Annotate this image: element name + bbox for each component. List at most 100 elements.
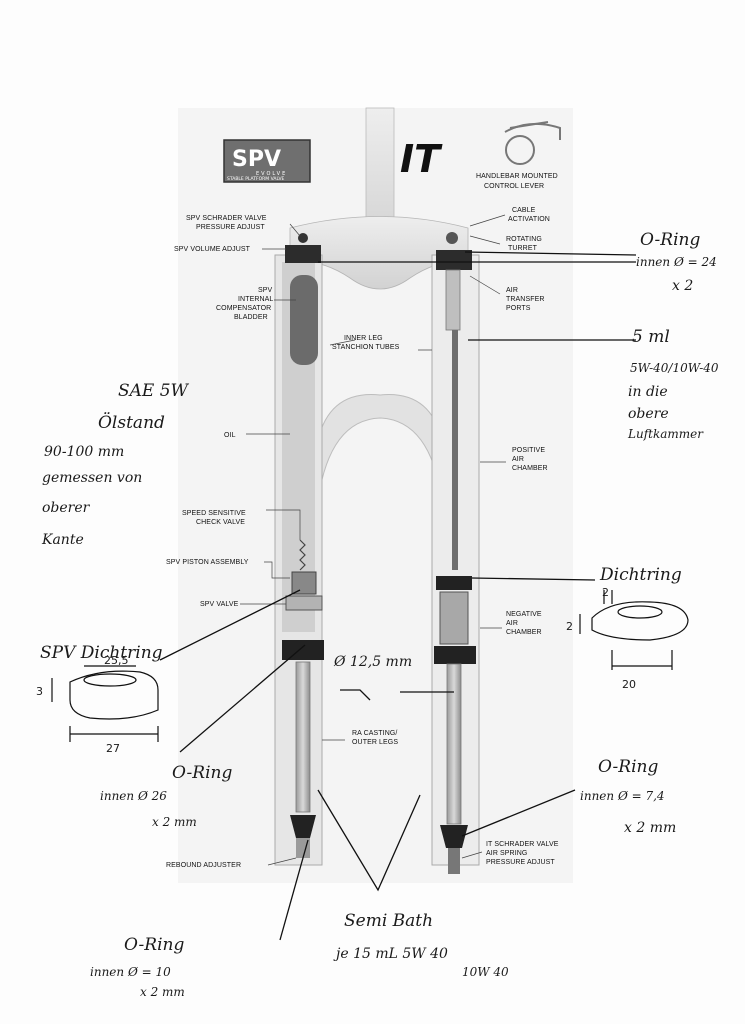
note-oring-right-2: innen Ø = 7,4 — [580, 789, 665, 803]
note-oil-right-1: 5 ml — [632, 327, 670, 347]
right-air-shaft — [446, 663, 462, 825]
note-level-3: oberer — [42, 500, 91, 516]
note-oil-right-2: 5W-40/10W-40 — [630, 361, 719, 375]
note-level-2: gemessen von — [42, 470, 142, 486]
note-oring-right-1: O-Ring — [598, 757, 658, 777]
right-sealing-ring-sketch — [579, 590, 689, 670]
label-positive-3: CHAMBER — [512, 465, 548, 472]
air-transfer-rod — [445, 269, 461, 331]
note-oring-top-3: x 2 — [672, 278, 693, 294]
label-bladder-2: INTERNAL — [238, 296, 273, 303]
label-air-transfer-1: AIR — [506, 287, 518, 294]
label-cable-1: CABLE — [512, 207, 536, 214]
label-volume-adjust: SPV VOLUME ADJUST — [174, 246, 251, 253]
handwritten-pointer-lines — [159, 251, 637, 941]
note-oring-bottom-3: x 2 mm — [140, 985, 185, 999]
right-ring-height-dim: 2 — [566, 620, 573, 633]
note-oring-left-1: O-Ring — [172, 763, 232, 783]
air-shaft — [452, 330, 458, 570]
note-oring-right-3: x 2 mm — [624, 820, 676, 836]
label-inner-leg-1: INNER LEG — [344, 335, 383, 342]
label-negative-1: NEGATIVE — [506, 611, 542, 618]
label-handlebar-1: HANDLEBAR MOUNTED — [476, 173, 558, 180]
spv-logo-sub1: EVOLVE — [256, 171, 287, 177]
spv-logo-main: SPV — [232, 147, 281, 172]
right-foot-nut — [440, 825, 468, 848]
left-seal-head — [282, 640, 324, 660]
label-oil: OIL — [224, 432, 236, 439]
note-oring-left-3: x 2 mm — [152, 815, 197, 829]
note-level-1: 90-100 mm — [44, 444, 124, 460]
label-air-transfer-3: PORTS — [506, 305, 531, 312]
label-bladder-1: SPV — [258, 287, 273, 294]
label-it-schrader-3: PRESSURE ADJUST — [486, 859, 555, 866]
it-schrader-valve — [448, 848, 460, 874]
right-top-cap — [436, 250, 472, 270]
note-oil-right-5: Luftkammer — [627, 427, 704, 441]
label-air-transfer-2: TRANSFER — [506, 296, 545, 303]
note-oring-top-1: O-Ring — [640, 230, 700, 250]
label-rebound: REBOUND ADJUSTER — [166, 862, 241, 869]
label-bladder-3: COMPENSATOR — [216, 305, 271, 312]
note-dichtring-right: Dichtring — [599, 565, 682, 585]
note-spv-dichtring: SPV Dichtring — [40, 643, 163, 663]
spv-schrader-valve — [298, 233, 308, 243]
label-negative-2: AIR — [506, 620, 518, 627]
label-handlebar-2: CONTROL LEVER — [484, 183, 544, 190]
label-bladder-4: BLADDER — [234, 314, 268, 321]
left-sealing-ring-sketch — [51, 665, 159, 742]
check-valve-spring — [299, 539, 306, 571]
label-it-schrader-2: AIR SPRING — [486, 850, 527, 857]
label-cable-2: ACTIVATION — [508, 216, 550, 223]
label-negative-3: CHAMBER — [506, 629, 542, 636]
fork-crown — [289, 216, 469, 290]
handlebar-lever-drawing — [504, 121, 561, 165]
label-it-schrader-1: IT SCHRADER VALVE — [486, 841, 559, 848]
label-speed-1: SPEED SENSITIVE — [182, 510, 246, 517]
note-sae-1: SAE 5W — [118, 381, 190, 401]
label-piston-assembly: SPV PISTON ASSEMBLY — [166, 559, 249, 566]
negative-spring — [439, 591, 469, 645]
printed-leader-lines — [240, 214, 506, 866]
label-turret-2: TURRET — [508, 245, 538, 252]
note-oring-left-2: innen Ø 26 — [100, 789, 167, 803]
label-spv-valve: SPV VALVE — [200, 601, 239, 608]
spv-valve-body — [285, 595, 323, 611]
note-oil-right-4: obere — [628, 406, 669, 422]
rotating-turret — [446, 232, 458, 244]
spv-logo-sub2: STABLE PLATFORM VALVE — [227, 176, 285, 182]
spv-bladder — [290, 275, 318, 365]
left-damper-shaft — [295, 661, 311, 813]
right-ring-width-dim: 20 — [622, 678, 636, 691]
label-schrader-top-2: PRESSURE ADJUST — [196, 224, 265, 231]
note-sae-2: Ölstand — [98, 412, 165, 433]
label-speed-2: CHECK VALVE — [196, 519, 245, 526]
left-ring-inner-dim: 25,5 — [104, 654, 129, 667]
note-oring-bottom-2: innen Ø = 10 — [90, 965, 171, 979]
right-seal-head — [434, 646, 476, 664]
note-diameter: Ø 12,5 mm — [333, 654, 412, 670]
note-semibath-3: 10W 40 — [462, 965, 509, 979]
note-oil-right-3: in die — [628, 384, 668, 400]
rebound-piston — [290, 815, 316, 838]
note-semibath-2: je 15 mL 5W 40 — [333, 946, 448, 962]
label-positive-1: POSITIVE — [512, 447, 545, 454]
spv-piston — [291, 571, 317, 595]
label-schrader-top-1: SPV SCHRADER VALVE — [186, 215, 267, 222]
note-oring-top-2: innen Ø = 24 — [636, 255, 717, 269]
label-inner-leg-2: STANCHION TUBES — [332, 344, 400, 351]
left-ring-width-dim: 27 — [106, 742, 120, 755]
label-casting-2: OUTER LEGS — [352, 739, 398, 746]
left-ring-height-dim: 3 — [36, 685, 43, 698]
label-casting-1: RA CASTING/ — [352, 730, 397, 737]
right-ring-thickness-dim: 2 — [602, 586, 609, 599]
it-logo: IT — [400, 137, 443, 181]
air-piston — [436, 576, 472, 590]
note-oring-bottom-1: O-Ring — [124, 935, 184, 955]
note-level-4: Kante — [41, 532, 84, 548]
left-top-cap — [285, 245, 321, 263]
note-semibath-1: Semi Bath — [344, 911, 433, 931]
label-turret-1: ROTATING — [506, 236, 542, 243]
